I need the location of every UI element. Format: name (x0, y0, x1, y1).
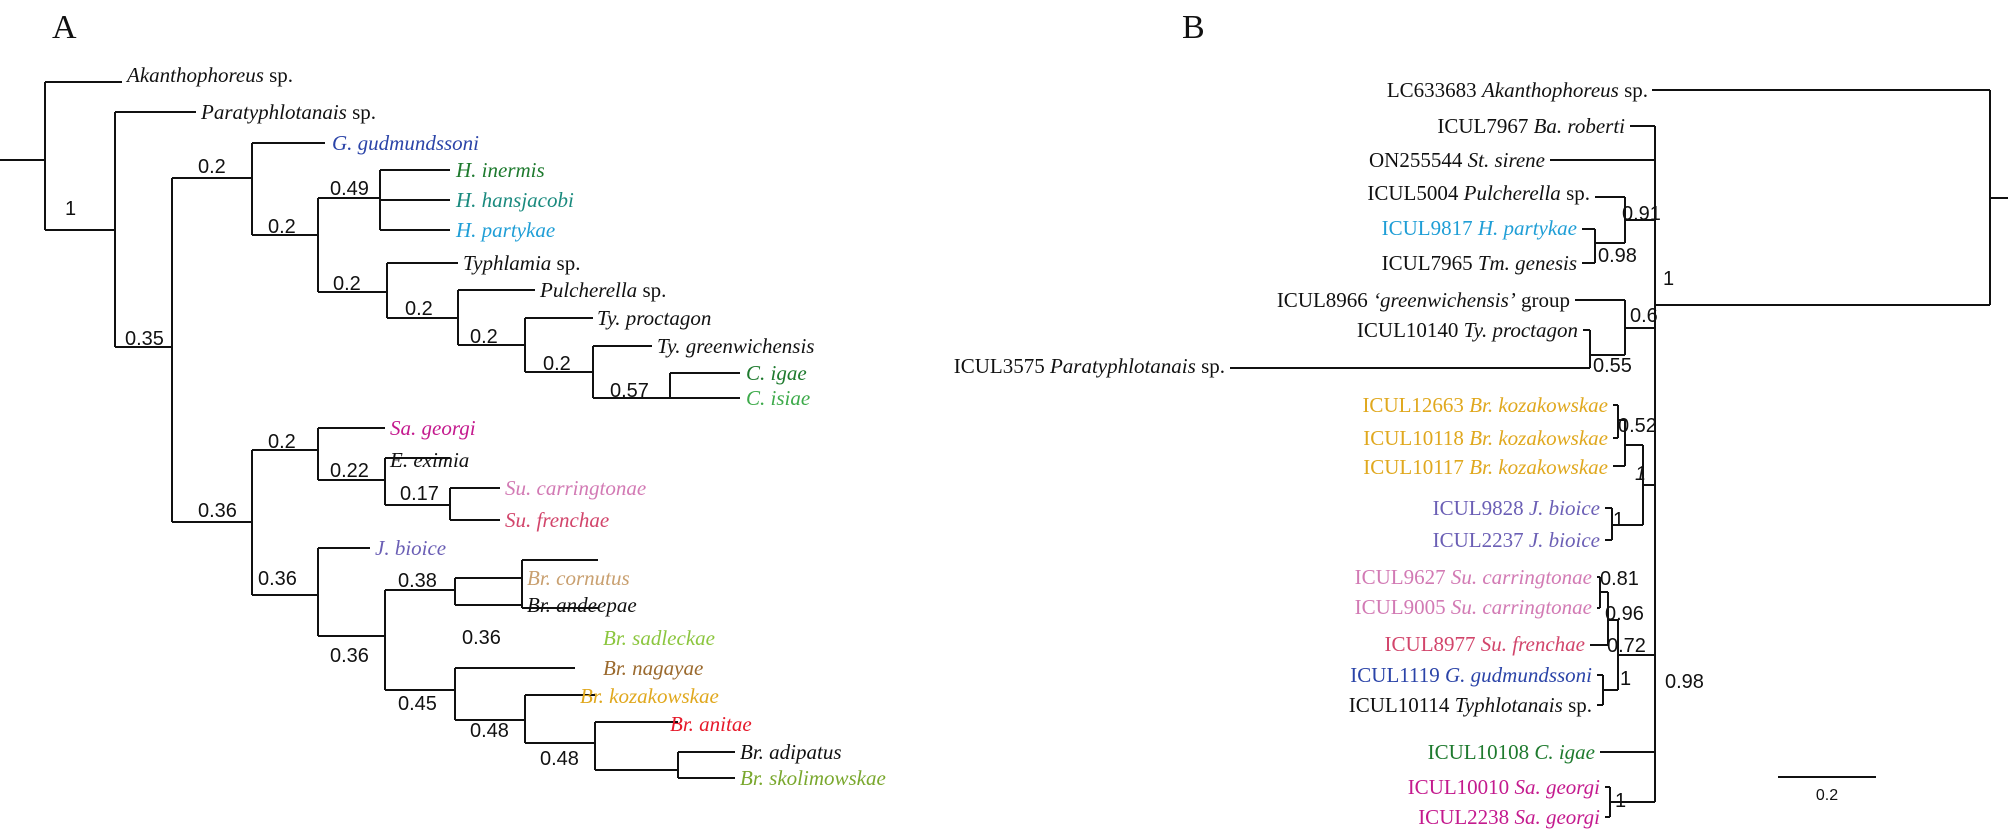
support-value: 0.36 (330, 645, 369, 667)
tip-label-a-hpar: H. partykae (455, 218, 555, 242)
tip-label-a-akan: Akanthophoreus sp. (125, 63, 293, 87)
tree-a-support-values: 1 0.35 0.2 0.2 0.49 0.2 0.2 0.2 0.2 0.57… (65, 156, 649, 770)
tip-label-a-cis: C. isiae (746, 386, 810, 410)
tip-label-b-b_ba: ICUL7967 Ba. roberti (1437, 114, 1625, 138)
support-value: 0.57 (610, 380, 649, 402)
tip-label-b-b_k1: ICUL12663 Br. kozakowskae (1362, 393, 1608, 417)
tree-b-branches (1230, 89, 2008, 818)
support-value: 0.98 (1665, 671, 1704, 693)
support-value: 1 (1635, 463, 1646, 485)
support-value: 0.17 (400, 483, 439, 505)
support-value: 0.38 (398, 570, 437, 592)
tip-label-a-hine: H. inermis (455, 158, 545, 182)
scale-bar: 0.2 (1778, 776, 1876, 804)
tip-label: Akanthophoreus (125, 63, 264, 87)
support-value: 0.2 (405, 298, 433, 320)
tip-label-b-b_typ: ICUL10140 Ty. proctagon (1357, 318, 1578, 342)
tree-b-support-values: 0.91 0.98 1 0.6 0.55 0.52 1 1 0.81 0.96 … (1593, 203, 1704, 812)
tip-label-a-brand: Br. andeepae (527, 593, 637, 617)
tip-label-a-pulc: Pulcherella sp. (539, 278, 666, 302)
tip-label-a-ggud: G. gudmundssoni (332, 131, 479, 155)
tip-label-b-b_pul: ICUL5004 Pulcherella sp. (1367, 181, 1590, 205)
tip-label-a-brkoz: Br. kozakowskae (580, 684, 719, 708)
support-value: 1 (1663, 268, 1674, 290)
tip-label-b-b_sa1: ICUL10010 Sa. georgi (1408, 775, 1600, 799)
tip-label-a-sag: Sa. georgi (390, 416, 476, 440)
support-value: 0.6 (1630, 305, 1658, 327)
tip-label-a-brani: Br. anitae (670, 712, 752, 736)
support-value: 1 (65, 198, 76, 220)
panel-label-b: B (1182, 9, 1205, 46)
support-value: 0.2 (333, 273, 361, 295)
tip-label-a-brcor: Br. cornutus (527, 566, 630, 590)
support-value: 0.36 (462, 627, 501, 649)
tip-label-a-brsko: Br. skolimowskae (740, 766, 886, 790)
tip-label-b-b_ty2: ICUL10114 Typhlotanais sp. (1349, 693, 1592, 717)
tree-a-branches (0, 81, 740, 779)
tip-label-b-b_ci: ICUL10108 C. igae (1428, 740, 1595, 764)
support-value: 0.72 (1607, 635, 1646, 657)
support-value: 0.2 (268, 431, 296, 453)
tip-label-b-b_sf: ICUL8977 Su. frenchae (1385, 632, 1585, 656)
tree-b-tip-labels: LC633683 Akanthophoreus sp. ICUL7967 Ba.… (954, 78, 1648, 829)
tip-label-b-b_gre: ICUL8966 ‘greenwichensis’ group (1277, 288, 1570, 312)
tip-label-b-b_j2: ICUL2237 J. bioice (1433, 528, 1600, 552)
support-value: 0.48 (540, 748, 579, 770)
tip-label-b-b_j1: ICUL9828 J. bioice (1433, 496, 1600, 520)
tip-label-b-b_k2: ICUL10118 Br. kozakowskae (1363, 426, 1608, 450)
tip-label-b-b_akan: LC633683 Akanthophoreus sp. (1387, 78, 1648, 102)
tip-label-a-eex: E. eximia (389, 448, 469, 472)
tip-label-a-brnag: Br. nagayae (603, 656, 703, 680)
tip-label-a-jbi: J. bioice (375, 536, 446, 560)
tip-label-b-b_gg: ICUL1119 G. gudmundssoni (1350, 663, 1592, 687)
tip-label-a-hhan: H. hansjacobi (455, 188, 574, 212)
tip-label-a-typro: Ty. proctagon (597, 306, 711, 330)
tip-label-a-bradi: Br. adipatus (740, 740, 842, 764)
support-value: 0.35 (125, 328, 164, 350)
tip-label-a-sucar: Su. carringtonae (505, 476, 646, 500)
support-value: 0.36 (258, 568, 297, 590)
support-value: 0.49 (330, 178, 369, 200)
support-value: 0.48 (470, 720, 509, 742)
tip-label-b-b_k3: ICUL10117 Br. kozakowskae (1363, 455, 1608, 479)
tip-label-b-b_st: ON255544 St. sirene (1369, 148, 1545, 172)
tip-label-a-brsad: Br. sadleckae (603, 626, 715, 650)
support-value: 0.81 (1600, 568, 1639, 590)
support-value: 0.45 (398, 693, 437, 715)
support-value: 0.98 (1598, 245, 1637, 267)
tip-label-b-b_s2: ICUL9005 Su. carringtonae (1355, 595, 1592, 619)
tip-label-b-b_s1: ICUL9627 Su. carringtonae (1355, 565, 1592, 589)
tip-label-b-b_tm: ICUL7965 Tm. genesis (1382, 251, 1577, 275)
support-value: 0.91 (1622, 203, 1661, 225)
panel-label-a: A (52, 9, 77, 46)
support-value: 0.36 (198, 500, 237, 522)
tip-label-a-typhl: Typhlamia sp. (463, 251, 580, 275)
support-value: 0.55 (1593, 355, 1632, 377)
support-value: 0.52 (1618, 415, 1657, 437)
tip-label-b-b_sa2: ICUL2238 Sa. georgi (1418, 805, 1600, 829)
support-value: 0.2 (198, 156, 226, 178)
tree-a-tip-labels: Akanthophoreus sp. Paratyphlotanais sp. … (125, 63, 886, 790)
scale-bar-label: 0.2 (1816, 787, 1838, 804)
support-value: 0.22 (330, 460, 369, 482)
support-value: 0.2 (268, 216, 296, 238)
support-value: 1 (1613, 509, 1624, 531)
tip-label-a-tygre: Ty. greenwichensis (657, 334, 814, 358)
support-value: 1 (1615, 790, 1626, 812)
tip-label: Pulcherella (539, 278, 637, 302)
support-value: 0.2 (470, 326, 498, 348)
tip-label-b-b_par: ICUL3575 Paratyphlotanais sp. (954, 354, 1225, 378)
tip-label-a-para: Paratyphlotanais sp. (200, 100, 376, 124)
tip-label-b-b_hp: ICUL9817 H. partykae (1382, 216, 1577, 240)
tip-label-a-sufre: Su. frenchae (505, 508, 609, 532)
support-value: 1 (1620, 668, 1631, 690)
support-value: 0.96 (1605, 603, 1644, 625)
tip-label: Paratyphlotanais (200, 100, 347, 124)
tip-label: Typhlamia (463, 251, 551, 275)
tip-label-a-cig: C. igae (746, 361, 807, 385)
support-value: 0.2 (543, 353, 571, 375)
